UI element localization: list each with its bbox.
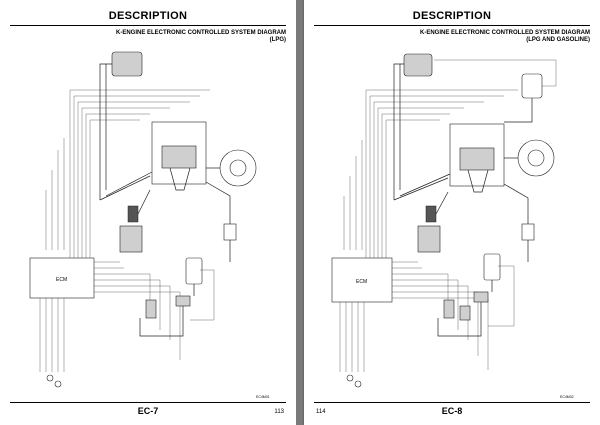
connecting-rod (169, 167, 191, 191)
sensor-connector (346, 374, 354, 382)
footer-divider (314, 402, 590, 403)
lpg-tank (185, 257, 203, 285)
air-cleaner (403, 53, 433, 77)
sensor-connector (46, 374, 54, 382)
ecm-module (29, 257, 95, 299)
gasoline-tank-pump (521, 73, 543, 99)
fuel-injector (425, 205, 437, 223)
vaporizer (473, 291, 489, 303)
page-gutter (296, 0, 304, 425)
piston (459, 147, 495, 171)
diagram-title-line1: K-ENGINE ELECTRONIC CONTROLLED SYSTEM DI… (115, 30, 286, 36)
heading-divider (314, 25, 590, 26)
piston (161, 145, 197, 169)
solenoid-valve (145, 299, 157, 319)
ecm-module (331, 257, 393, 303)
diagram-title: K-ENGINE ELECTRONIC CONTROLLED SYSTEM DI… (360, 30, 590, 44)
lpg-mixer (119, 225, 143, 253)
page-heading: DESCRIPTION (412, 10, 492, 22)
page-number: 113 (274, 409, 284, 415)
wiring-diagram-left: ECM EC4M01 (29, 51, 270, 399)
section-code: EC-7 (137, 406, 159, 416)
diagram-title-line1: K-ENGINE ELECTRONIC CONTROLLED SYSTEM DI… (419, 30, 590, 36)
section-code: EC-8 (441, 406, 463, 416)
document-page-left: DESCRIPTION K-ENGINE ELECTRONIC CONTROLL… (0, 0, 296, 425)
harness-labels (45, 138, 65, 250)
wiring-diagram-right: ECM EC4M02 (331, 53, 574, 399)
document-page-right: DESCRIPTION K-ENGINE ELECTRONIC CONTROLL… (304, 0, 600, 425)
vaporizer (175, 295, 191, 307)
page-heading: DESCRIPTION (108, 10, 188, 22)
harness-labels (343, 140, 363, 250)
heading-divider (10, 25, 286, 26)
air-cleaner (111, 51, 143, 77)
figure-reference: EC4M02 (560, 395, 574, 399)
diagram-title-line2: (LPG) (269, 37, 286, 43)
figure-reference: EC4M01 (256, 395, 270, 399)
ecm-label: ECM (356, 279, 367, 285)
catalytic-converter (521, 223, 535, 241)
lpg-tank (483, 253, 501, 281)
diagram-title-line2: (LPG AND GASOLINE) (526, 37, 590, 43)
footer-divider (10, 402, 286, 403)
diagram-title: K-ENGINE ELECTRONIC CONTROLLED SYSTEM DI… (56, 30, 286, 44)
sensor-connector (54, 380, 62, 388)
intake-duct (99, 63, 112, 200)
lpg-mixer (417, 225, 441, 253)
page-number: 114 (316, 409, 326, 415)
catalytic-converter (223, 223, 237, 241)
solenoid-valve (443, 299, 455, 319)
fuel-switch-valve (459, 305, 471, 321)
sensor-connector (354, 380, 362, 388)
throttle-actuator (127, 205, 139, 223)
ecm-label: ECM (56, 277, 67, 283)
